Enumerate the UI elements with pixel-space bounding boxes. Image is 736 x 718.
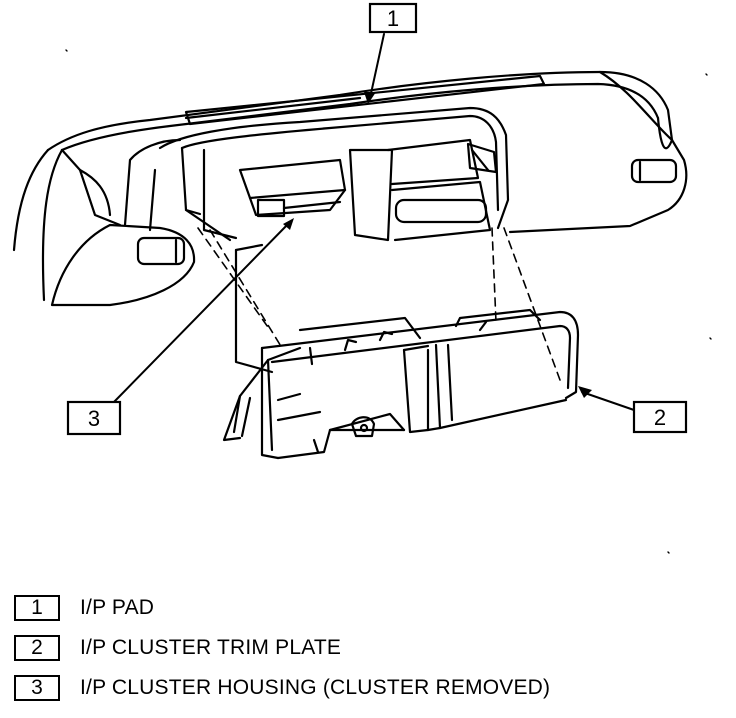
- legend-number: 1: [14, 595, 60, 621]
- speck-marks: [65, 49, 712, 554]
- callout-1: 1: [368, 2, 418, 34]
- callout-3: 3: [66, 400, 122, 436]
- legend-label: I/P CLUSTER HOUSING (CLUSTER REMOVED): [80, 676, 551, 699]
- legend-number: 3: [14, 675, 60, 701]
- callout-3-number: 3: [88, 406, 100, 431]
- legend-number: 2: [14, 635, 60, 661]
- legend-label: I/P PAD: [80, 596, 155, 619]
- ip-pad: [12, 70, 688, 307]
- legend-item: 2 I/P CLUSTER TRIM PLATE: [14, 628, 714, 668]
- callout-2-number: 2: [654, 405, 666, 430]
- legend-item: 3 I/P CLUSTER HOUSING (CLUSTER REMOVED): [14, 668, 714, 708]
- cluster-housing: [234, 243, 422, 374]
- callout-2: 2: [632, 400, 688, 434]
- cluster-trim-plate: [222, 308, 580, 460]
- legend-label: I/P CLUSTER TRIM PLATE: [80, 636, 342, 659]
- alignment-guides: [197, 227, 561, 381]
- callout-leaders: [111, 33, 635, 411]
- legend-item: 1 I/P PAD: [14, 588, 714, 628]
- parts-legend: 1 I/P PAD 2 I/P CLUSTER TRIM PLATE 3 I/P…: [14, 588, 714, 708]
- callout-1-number: 1: [387, 6, 399, 31]
